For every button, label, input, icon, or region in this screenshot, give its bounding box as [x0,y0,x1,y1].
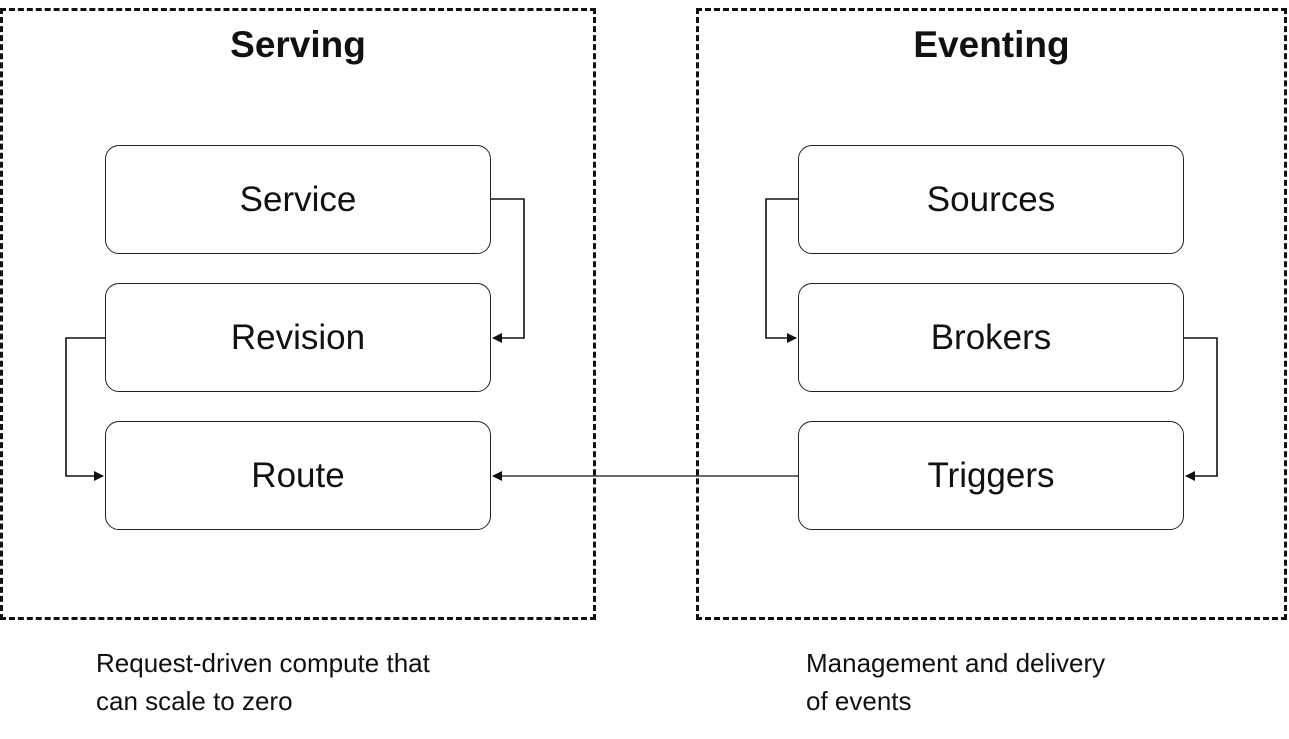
triggers-node-label: Triggers [927,455,1055,495]
service-node: Service [105,145,491,254]
serving-caption-line-2: can scale to zero [96,686,293,716]
eventing-title: Eventing [913,24,1070,65]
sources-node: Sources [798,145,1184,254]
route-node: Route [105,421,491,530]
triggers-node: Triggers [798,421,1184,530]
brokers-node: Brokers [798,283,1184,392]
serving-caption-line-1: Request-driven compute that [96,648,430,678]
serving-caption: Request-driven compute that can scale to… [96,644,576,720]
eventing-caption-line-2: of events [806,686,912,716]
serving-title: Serving [230,24,366,65]
route-node-label: Route [251,455,345,495]
eventing-caption: Management and delivery of events [806,644,1266,720]
serving-panel [0,8,596,620]
revision-node-label: Revision [230,317,366,357]
revision-node: Revision [105,283,491,392]
eventing-caption-line-1: Management and delivery [806,648,1106,678]
sources-node-label: Sources [926,179,1056,219]
service-node-label: Service [239,179,357,219]
eventing-panel [696,8,1287,620]
brokers-node-label: Brokers [930,317,1052,357]
